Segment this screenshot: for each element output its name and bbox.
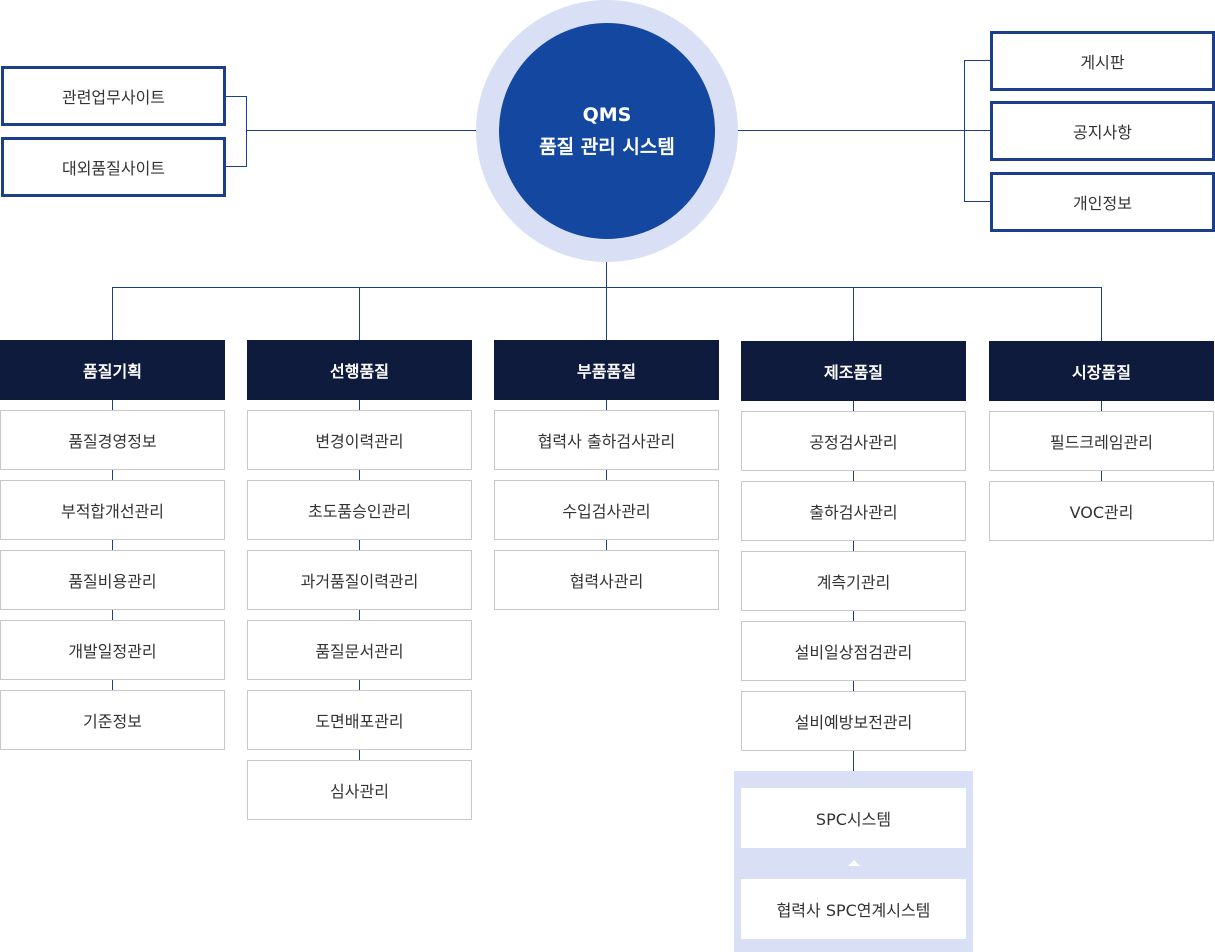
menu-item[interactable]: VOC관리 [989,481,1214,541]
menu-item-label: 계측기관리 [816,573,891,592]
left-link-label: 관련업무사이트 [61,88,166,107]
menu-item-label: 초도품승인관리 [307,502,412,521]
connector-hub-down [606,262,607,341]
menu-item-label: 설비일상점검관리 [794,643,913,662]
connector-right-vertical [964,60,965,202]
menu-item-label: 협력사관리 [569,572,644,591]
menu-item[interactable]: 수입검사관리 [494,480,719,540]
right-link-label: 게시판 [1080,53,1125,72]
right-link-board[interactable]: 게시판 [990,31,1215,91]
right-link-personal-info[interactable]: 개인정보 [990,172,1215,232]
menu-item[interactable]: 초도품승인관리 [247,480,472,540]
column-line-3 [606,400,607,550]
menu-item-label: 기준정보 [83,712,142,731]
menu-item[interactable]: 협력사관리 [494,550,719,610]
left-link-external-quality-site[interactable]: 대외품질사이트 [1,137,226,197]
menu-item[interactable]: 출하검사관리 [741,481,966,541]
connector-branch-2 [359,287,360,341]
connector-right-3 [964,201,991,202]
connector-left-main [247,130,477,131]
partner-spc-label: 협력사 SPC연계시스템 [776,901,931,920]
menu-item[interactable]: 개발일정관리 [0,620,225,680]
menu-item-label: VOC관리 [1069,503,1134,522]
menu-item-label: 도면배포관리 [315,712,404,731]
menu-item[interactable]: 과거품질이력관리 [247,550,472,610]
menu-item-label: 변경이력관리 [315,432,404,451]
menu-item[interactable]: 설비예방보전관리 [741,691,966,751]
connector-left-bracket-bottom [225,166,247,167]
right-link-label: 개인정보 [1073,194,1132,213]
hub-title: QMS [582,104,632,126]
category-title: 제조품질 [824,363,883,382]
category-title: 시장품질 [1072,363,1131,382]
category-title: 선행품질 [330,362,389,381]
category-title: 부품품질 [577,362,636,381]
menu-item[interactable]: 공정검사관리 [741,411,966,471]
connector-left-bracket-vertical [246,96,247,167]
menu-item-label: 품질문서관리 [315,642,404,661]
right-link-label: 공지사항 [1073,123,1132,142]
menu-item-label: 부적합개선관리 [60,502,165,521]
menu-item[interactable]: 기준정보 [0,690,225,750]
hub-subtitle: 품질 관리 시스템 [539,136,675,158]
connector-branch-5 [1101,287,1102,341]
menu-item[interactable]: 협력사 출하검사관리 [494,410,719,470]
menu-item-label: 수입검사관리 [562,502,651,521]
partner-spc-box[interactable]: 협력사 SPC연계시스템 [741,879,966,939]
menu-item[interactable]: 품질비용관리 [0,550,225,610]
menu-item-label: 협력사 출하검사관리 [537,432,676,451]
menu-item[interactable]: 계측기관리 [741,551,966,611]
menu-item[interactable]: 품질문서관리 [247,620,472,680]
connector-branch-1 [112,287,113,341]
menu-item[interactable]: 필드크레임관리 [989,411,1214,471]
connector-right-2 [964,130,991,131]
menu-item[interactable]: 부적합개선관리 [0,480,225,540]
menu-item[interactable]: 변경이력관리 [247,410,472,470]
category-parts-quality[interactable]: 부품품질 [494,340,719,400]
connector-right-main [738,130,964,131]
menu-item-label: 과거품질이력관리 [300,572,419,591]
menu-item-label: 필드크레임관리 [1049,433,1154,452]
menu-item-label: 심사관리 [330,782,389,801]
menu-item[interactable]: 도면배포관리 [247,690,472,750]
left-link-related-site[interactable]: 관련업무사이트 [1,66,226,126]
column-line-1 [112,400,113,690]
category-title: 품질기획 [83,362,142,381]
category-market-quality[interactable]: 시장품질 [989,341,1214,401]
menu-item-label: 품질경영정보 [68,432,157,451]
arrow-up-icon [848,860,860,866]
spc-system-box[interactable]: SPC시스템 [741,788,966,848]
right-link-notice[interactable]: 공지사항 [990,101,1215,161]
category-advanced-quality[interactable]: 선행품질 [247,340,472,400]
menu-item-label: 공정검사관리 [809,433,898,452]
menu-item[interactable]: 품질경영정보 [0,410,225,470]
menu-item-label: 품질비용관리 [68,572,157,591]
left-link-label: 대외품질사이트 [61,159,166,178]
connector-right-1 [964,60,991,61]
category-quality-planning[interactable]: 품질기획 [0,340,225,400]
menu-item-label: 설비예방보전관리 [794,713,913,732]
menu-item[interactable]: 설비일상점검관리 [741,621,966,681]
menu-item-label: 개발일정관리 [68,642,157,661]
category-manufacturing-quality[interactable]: 제조품질 [741,341,966,401]
connector-left-bracket-top [225,96,247,97]
connector-branch-horizontal [112,287,1102,288]
connector-branch-4 [853,287,854,341]
menu-item[interactable]: 심사관리 [247,760,472,820]
spc-system-label: SPC시스템 [815,810,892,829]
menu-item-label: 출하검사관리 [809,503,898,522]
hub-circle[interactable]: QMS 품질 관리 시스템 [499,23,715,239]
